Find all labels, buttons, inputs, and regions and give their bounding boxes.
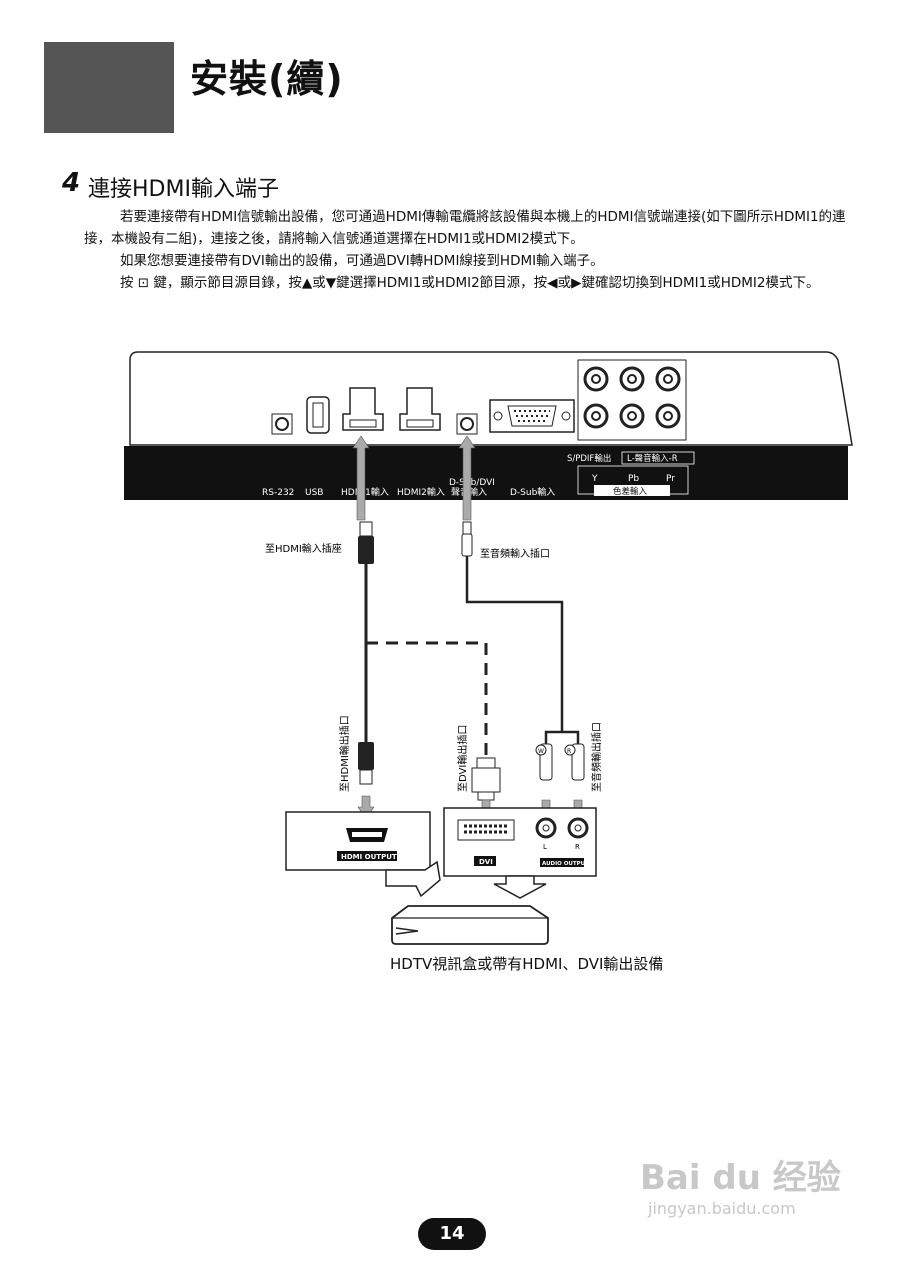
watermark-url: jingyan.baidu.com xyxy=(648,1199,796,1218)
label-to-audio-input: 至音頻輸入插口 xyxy=(480,547,550,560)
label-audio-output: AUDIO OUTPUT xyxy=(542,861,589,867)
settop-box-icon xyxy=(391,905,549,945)
plug-w-label: W xyxy=(538,748,544,755)
label-y: Y xyxy=(591,474,598,484)
paragraph-2: 如果您想要連接帶有DVI輸出的設備，可通過DVI轉HDMI線接到HDMI輸入端子… xyxy=(120,253,604,269)
dvi-audio-output-box: DVI L R AUDIO OUTPUT xyxy=(443,807,597,877)
header-block xyxy=(44,42,174,133)
label-hdmi2: HDMI2輸入 xyxy=(397,486,445,498)
usb-port xyxy=(306,396,330,434)
hdmi-output-box: HDMI OUTPUT xyxy=(285,811,431,871)
label-component: 色差輸入 xyxy=(613,486,648,497)
rs232-port xyxy=(271,413,293,435)
diagram-caption: HDTV視訊盒或帶有HDMI、DVI輸出設備 xyxy=(390,955,664,973)
label-to-audio-output: 至音頻輸出插口 xyxy=(590,722,603,792)
dsub-port xyxy=(489,399,575,433)
watermark-logo: Bai du 经验 xyxy=(640,1158,841,1198)
page-number: 14 xyxy=(418,1218,486,1250)
plug-r-label: R xyxy=(567,748,571,755)
label-rs232: RS-232 xyxy=(262,488,294,498)
label-to-hdmi-output: 至HDMI輸出插口 xyxy=(338,715,351,792)
watermark: Bai du 经验 jingyan.baidu.com xyxy=(640,1150,870,1230)
av-jacks xyxy=(577,359,687,441)
label-dsub: D-Sub輸入 xyxy=(510,486,555,498)
label-pr: Pr xyxy=(666,474,675,484)
label-usb: USB xyxy=(305,488,323,498)
dsub-audio-port xyxy=(456,413,478,435)
paragraph-1: 若要連接帶有HDMI信號輸出設備，您可通過HDMI傳輸電纜將該設備與本機上的HD… xyxy=(84,209,846,247)
hdmi2-port xyxy=(399,387,441,431)
label-r: R xyxy=(575,843,580,851)
label-audio-in: L-聲音輸入-R xyxy=(627,453,678,464)
label-dvi: DVI xyxy=(479,858,493,866)
label-spdif: S/PDIF輸出 xyxy=(567,453,611,464)
label-dsub-dvi: D-Sub/DVI xyxy=(449,478,495,488)
label-to-hdmi-input: 至HDMI輸入插座 xyxy=(265,542,342,555)
hdmi1-port xyxy=(342,387,384,431)
paragraph-3: 按 ⊡ 鍵，顯示節目源目錄，按▲或▼鍵選擇HDMI1或HDMI2節目源，按◀或▶… xyxy=(120,275,820,291)
dvi-connector xyxy=(471,757,501,823)
label-l: L xyxy=(543,843,547,851)
hdmi-cable xyxy=(357,521,375,820)
dvi-dashed-cable xyxy=(366,641,488,760)
label-to-dvi-output: 至DVI輸出插口 xyxy=(456,725,469,792)
arrows-to-tv xyxy=(352,435,476,521)
section-title: 連接HDMI輸入端子 xyxy=(88,177,279,202)
arrows-to-device xyxy=(385,860,547,899)
section-number: 4 xyxy=(62,168,81,198)
label-hdmi-output: HDMI OUTPUT xyxy=(341,853,397,861)
label-pb: Pb xyxy=(628,474,639,484)
page-title: 安裝(續) xyxy=(190,57,344,101)
